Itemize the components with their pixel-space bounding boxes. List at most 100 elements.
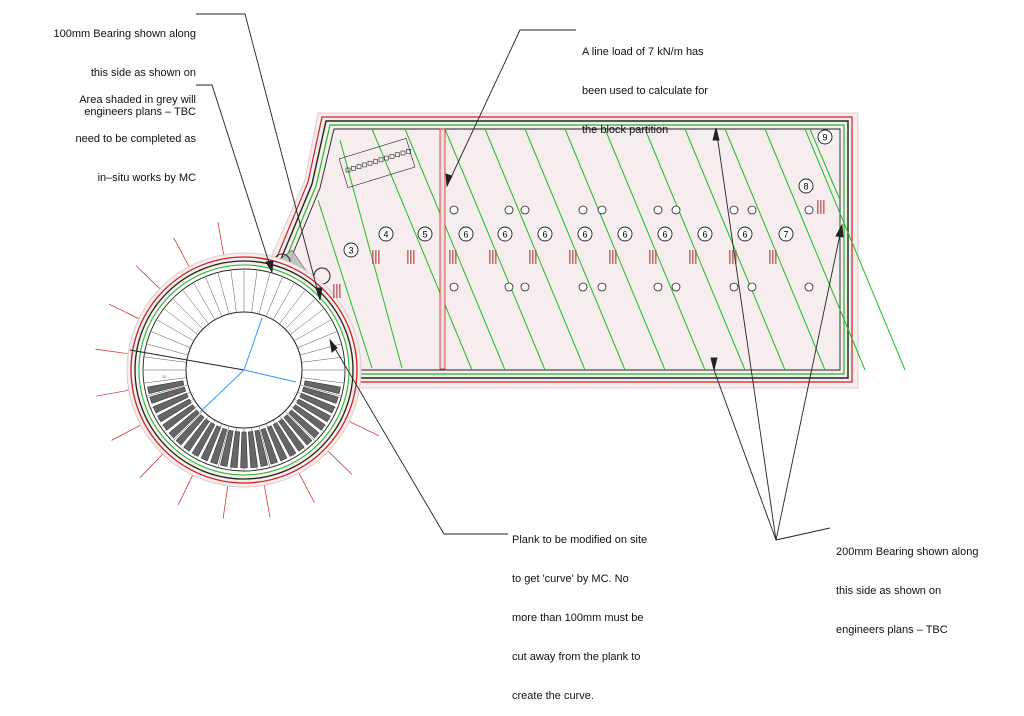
circular-stair-tower: 20 30 bbox=[95, 222, 379, 519]
stair-tread bbox=[289, 308, 324, 335]
plank-spec-tag bbox=[729, 250, 737, 264]
stair-tread bbox=[173, 410, 204, 441]
grey-tread bbox=[303, 380, 341, 395]
plank-spec-tag bbox=[372, 250, 380, 264]
stair-tread bbox=[258, 273, 271, 315]
leader-lines bbox=[196, 13, 844, 541]
plank-number-10: 6 bbox=[697, 226, 713, 242]
stair-tread bbox=[147, 343, 189, 356]
grey-tread bbox=[254, 429, 269, 467]
plank-line bbox=[484, 128, 586, 371]
service-hole bbox=[578, 282, 588, 292]
stair-tread bbox=[230, 270, 237, 313]
grey-tread bbox=[260, 427, 278, 465]
plank-number-5: 6 bbox=[497, 226, 513, 242]
grey-tread bbox=[200, 425, 222, 462]
plank-number-13: 8 bbox=[798, 178, 814, 194]
plank-spec-tag bbox=[489, 250, 497, 264]
stair-tread bbox=[272, 283, 295, 320]
stair-tread bbox=[217, 425, 230, 467]
note-200mm-bearing: 200mm Bearing shown along this side as s… bbox=[836, 546, 979, 636]
stair-tread bbox=[284, 410, 315, 441]
plank-number-label: 6 bbox=[502, 229, 507, 239]
plank-spec-tag bbox=[689, 250, 697, 264]
plank-line bbox=[317, 199, 373, 369]
plank-line bbox=[444, 128, 546, 371]
note-line-load: A line load of 7 kN/m has been used to c… bbox=[582, 46, 708, 136]
plank-number-label: 8 bbox=[803, 181, 808, 191]
plank-number-11: 6 bbox=[737, 226, 753, 242]
plank-line bbox=[339, 139, 403, 369]
plank-line bbox=[764, 128, 866, 371]
plank-line bbox=[564, 128, 666, 371]
service-hole bbox=[504, 282, 514, 292]
plank-spec-tag bbox=[769, 250, 777, 264]
service-hole bbox=[597, 282, 607, 292]
plank-number-1: 3 bbox=[343, 242, 359, 258]
service-hole bbox=[747, 205, 757, 215]
plank-line bbox=[684, 128, 786, 371]
grey-tread bbox=[266, 425, 288, 462]
grey-tread bbox=[296, 398, 331, 423]
plank-number-label: 6 bbox=[622, 229, 627, 239]
stair-tread bbox=[279, 290, 306, 325]
plank-line bbox=[804, 128, 906, 371]
block-partition-wall bbox=[439, 128, 446, 370]
stair-tread bbox=[299, 384, 341, 397]
stair-tread bbox=[284, 299, 315, 330]
plank-number-2: 4 bbox=[378, 226, 394, 242]
grey-tread bbox=[152, 392, 189, 414]
stair-label-30: 30 bbox=[172, 389, 177, 394]
plank-spec-tag bbox=[609, 250, 617, 264]
plank-number-label: 6 bbox=[702, 229, 707, 239]
lintel-block bbox=[400, 150, 406, 156]
grey-tread bbox=[183, 418, 210, 452]
lintel-block bbox=[367, 160, 373, 166]
service-hole bbox=[520, 282, 530, 292]
note-plank-curve: Plank to be modified on site to get 'cur… bbox=[512, 534, 648, 702]
grey-tread bbox=[248, 431, 258, 469]
plank-line bbox=[809, 128, 841, 201]
plank-number-label: 6 bbox=[662, 229, 667, 239]
lintel-block bbox=[351, 166, 356, 171]
plank-number-label: 6 bbox=[742, 229, 747, 239]
lintel-block bbox=[395, 152, 400, 157]
plank-number-label: 3 bbox=[348, 245, 353, 255]
stair-tread bbox=[144, 377, 187, 384]
plank-spec-tag bbox=[817, 200, 825, 214]
service-hole bbox=[597, 205, 607, 215]
service-holes bbox=[449, 205, 814, 292]
plank-spec-tag bbox=[569, 250, 577, 264]
note-grey-area: Area shaded in grey will need to be comp… bbox=[75, 94, 196, 184]
stair-tread bbox=[217, 273, 230, 315]
grey-tread bbox=[301, 386, 339, 404]
stair-tread bbox=[258, 425, 271, 467]
plank-number-14: 9 bbox=[817, 129, 833, 145]
lintel-block bbox=[384, 155, 389, 161]
plank-line bbox=[371, 128, 473, 371]
stair-tread bbox=[251, 270, 258, 313]
grey-tread bbox=[230, 431, 240, 469]
lintel-block bbox=[356, 164, 362, 169]
stair-tread bbox=[265, 277, 283, 317]
grey-tread bbox=[210, 427, 228, 465]
grey-tread bbox=[157, 398, 192, 423]
stair-tread bbox=[294, 319, 331, 342]
grey-stair-treads bbox=[147, 380, 341, 469]
grey-tread bbox=[292, 404, 326, 431]
plank-number-label: 7 bbox=[783, 229, 788, 239]
grey-tread bbox=[162, 404, 196, 431]
grey-tread bbox=[240, 431, 248, 469]
plank-spec-tag bbox=[333, 284, 341, 298]
service-hole bbox=[747, 282, 757, 292]
stair-label-20: 20 bbox=[162, 374, 167, 379]
stair-treads bbox=[144, 270, 344, 470]
service-hole bbox=[449, 282, 459, 292]
lintel-block bbox=[378, 157, 384, 163]
grey-tread bbox=[272, 422, 297, 457]
plank-number-label: 9 bbox=[822, 132, 827, 142]
grey-tread bbox=[147, 380, 185, 395]
plank-number-label: 5 bbox=[422, 229, 427, 239]
stair-tread bbox=[144, 356, 187, 363]
